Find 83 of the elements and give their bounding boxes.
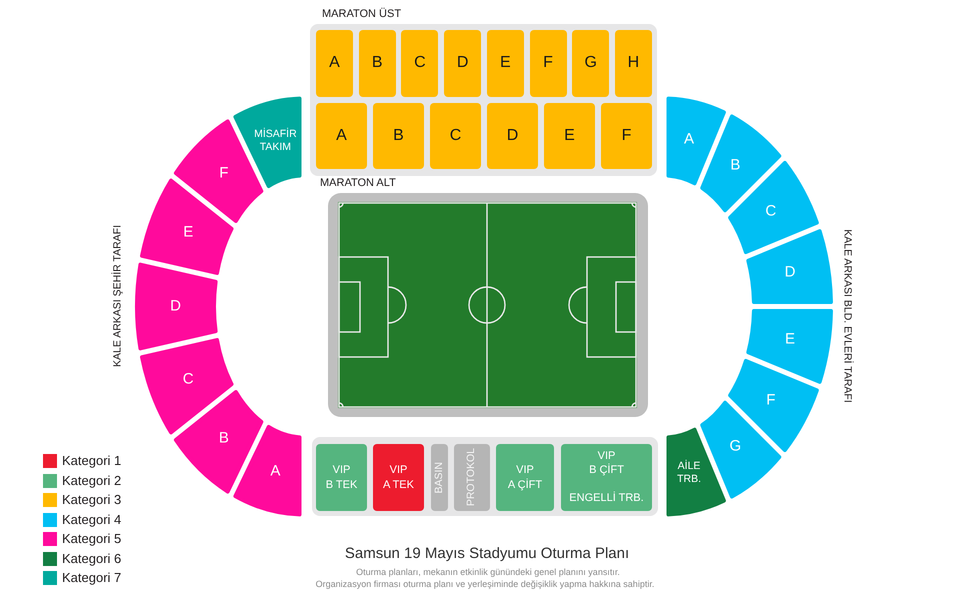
section-label: B xyxy=(218,430,229,448)
stand-panel xyxy=(310,24,657,176)
legend-label: Kategori 2 xyxy=(62,474,122,488)
section-label: A xyxy=(684,130,694,150)
legend-label: Kategori 7 xyxy=(62,571,122,585)
legend-label: Kategori 1 xyxy=(62,454,122,468)
seating-block xyxy=(601,103,652,169)
seating-block xyxy=(486,30,524,97)
section-label: F xyxy=(219,164,228,184)
section-label: B xyxy=(730,156,740,175)
section-label: C xyxy=(414,53,426,74)
stand-label: MARATON ALT xyxy=(320,177,396,190)
seating-section xyxy=(728,358,819,453)
seating-section xyxy=(746,308,833,384)
section-label: VIP B TEK xyxy=(326,463,358,492)
seating-section xyxy=(233,424,302,517)
seating-block xyxy=(401,30,438,97)
section-label: D xyxy=(506,126,518,146)
seating-section xyxy=(746,229,833,305)
section-label: E xyxy=(785,330,796,349)
section-label: D xyxy=(170,297,181,316)
section-label: A xyxy=(336,126,347,146)
section-label: C xyxy=(182,370,194,390)
seating-block xyxy=(358,30,396,97)
seating-block xyxy=(430,103,481,169)
section-label: G xyxy=(730,438,742,457)
stand-label: MARATON ÜST xyxy=(322,8,402,22)
seating-block xyxy=(487,103,538,169)
section-label: E xyxy=(564,126,575,146)
seating-block xyxy=(444,30,482,97)
section-label: F xyxy=(766,391,776,410)
seating-block xyxy=(614,30,652,97)
section-label: MİSAFİR TAKIM xyxy=(253,128,298,154)
plan-title: Samsun 19 Mayıs Stadyumu Oturma Planı xyxy=(344,545,630,563)
section-label: ENGELLİ TRB. xyxy=(569,490,644,505)
section-label: E xyxy=(500,53,511,74)
seating-block xyxy=(544,103,595,169)
legend-label: Kategori 6 xyxy=(62,552,122,566)
seating-block xyxy=(561,444,652,511)
seating-block xyxy=(530,30,566,97)
seating-block xyxy=(316,30,353,97)
section-label: C xyxy=(765,202,776,222)
seating-block xyxy=(373,103,424,169)
section-label: F xyxy=(622,126,632,146)
seating-section xyxy=(135,262,218,351)
section-label: VIP A TEK xyxy=(383,463,414,492)
note-text: Oturma planları, mekanın etkinlik günündeki genel planını yansıtır. xyxy=(356,567,620,578)
section-label: D xyxy=(456,53,468,74)
section-label: G xyxy=(584,53,597,74)
stand-panel xyxy=(312,437,658,516)
section-label: E xyxy=(183,224,194,242)
seating-block xyxy=(454,444,490,511)
seating-section xyxy=(233,96,302,189)
seating-block xyxy=(431,444,448,511)
section-label: D xyxy=(784,264,796,283)
section-label: F xyxy=(543,53,553,74)
seating-section xyxy=(666,427,726,517)
note-text: Organizasyon firması oturma planı ve yerleşiminde değişiklik yapma hakkına sahiptir. xyxy=(316,579,654,590)
section-label: AİLE TRB. xyxy=(676,460,702,486)
section-label: VIP B ÇİFT xyxy=(589,449,624,478)
section-label: BASIN xyxy=(432,462,446,494)
legend-label: Kategori 3 xyxy=(62,493,122,507)
stand-label: KALE ARKASI BLD. EVLERİ TARAFI xyxy=(840,229,854,403)
seating-block xyxy=(373,444,424,511)
seating-block xyxy=(316,444,367,511)
seating-section xyxy=(666,96,726,186)
section-label: VIP A ÇİFT xyxy=(508,463,542,492)
seating-block xyxy=(496,444,554,511)
seating-section xyxy=(173,390,264,494)
section-label: PROTOKOL xyxy=(465,448,478,507)
section-label: B xyxy=(372,53,383,74)
section-label: C xyxy=(450,126,462,146)
legend-label: Kategori 4 xyxy=(62,512,122,526)
section-label: H xyxy=(628,53,640,74)
legend-label: Kategori 5 xyxy=(62,532,122,546)
seating-block xyxy=(572,30,610,97)
section-label: B xyxy=(393,126,404,146)
seating-section xyxy=(140,178,234,275)
seating-block xyxy=(316,103,367,169)
section-label: A xyxy=(270,462,280,482)
seating-section xyxy=(728,160,819,255)
section-label: A xyxy=(329,53,340,74)
stand-label: KALE ARKASI ŞEHİR TARAFI xyxy=(112,225,124,367)
